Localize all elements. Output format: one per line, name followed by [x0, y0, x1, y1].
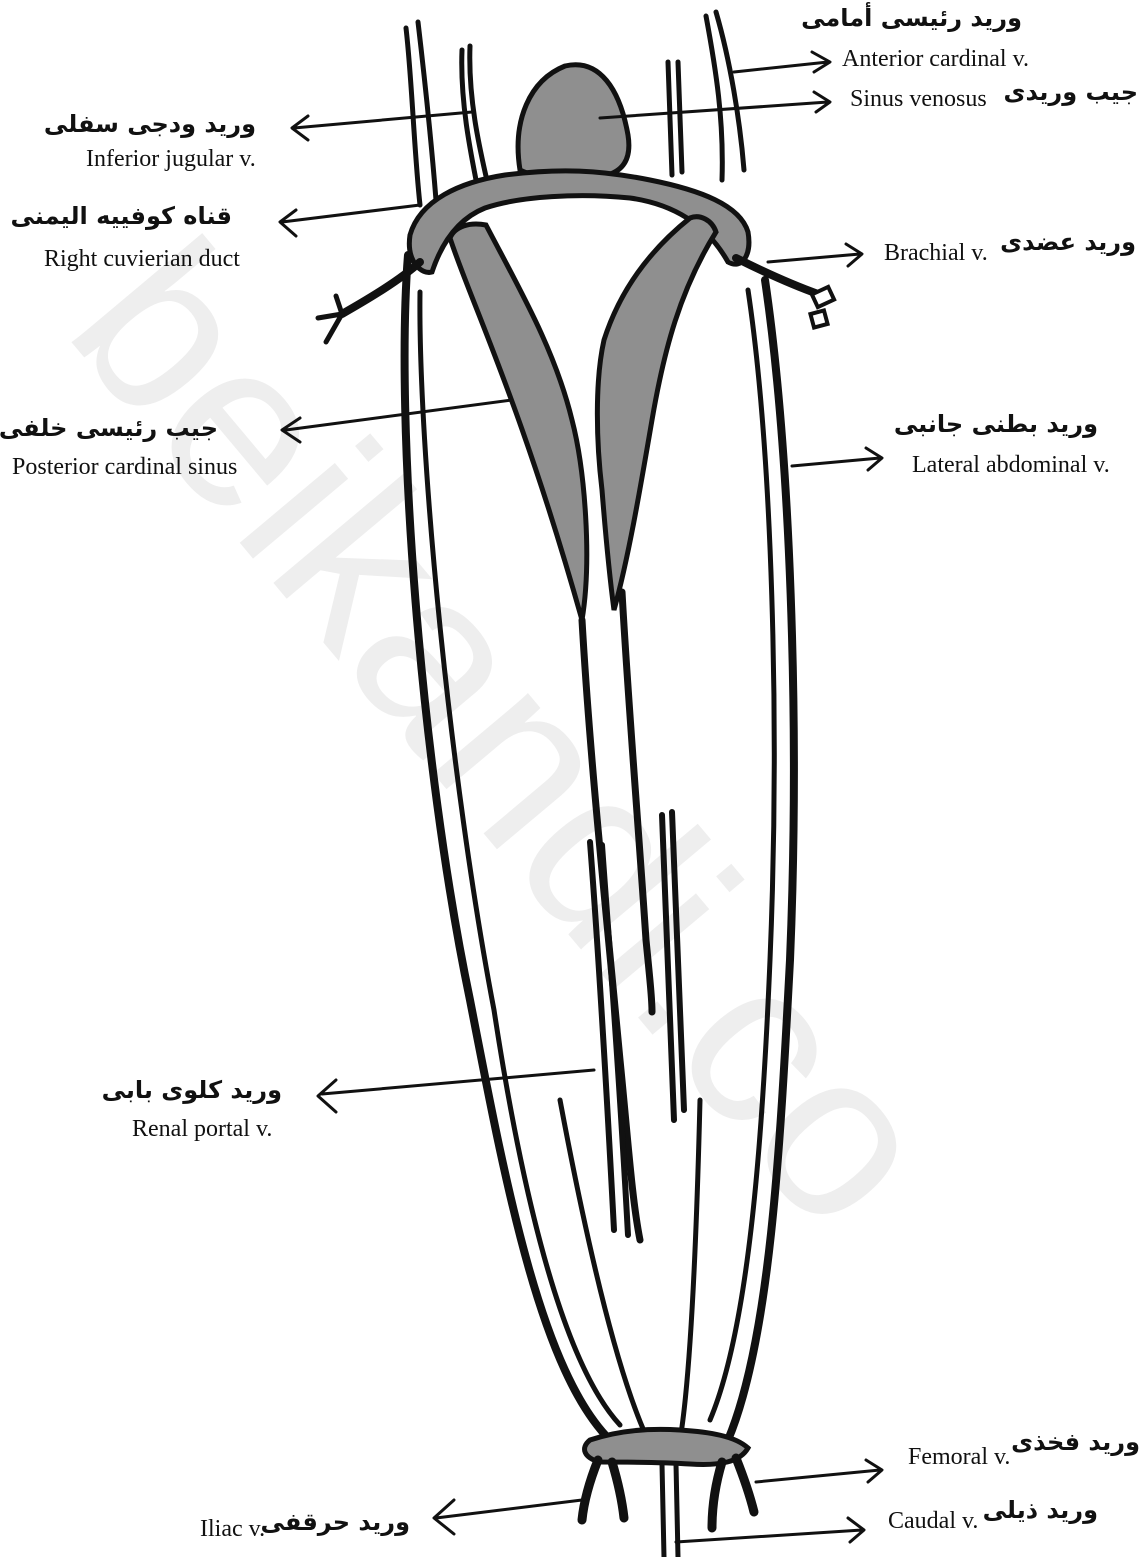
right-iliac-vein: [736, 1458, 754, 1512]
label-femoral-ar: ورید فخذی: [1011, 1428, 1140, 1456]
label-lateral-abdominal-en: Lateral abdominal v.: [912, 452, 1110, 478]
right-femoral-vein: [712, 1462, 722, 1528]
right-inferior-jugular-vein: [668, 62, 672, 175]
label-anterior-cardinal-en: Anterior cardinal v.: [842, 46, 1029, 72]
arrow-lateral-abdominal: [792, 448, 882, 470]
arrow-brachial: [768, 244, 862, 266]
arrow-right-cuvierian: [280, 205, 420, 236]
label-renal-portal-en: Renal portal v.: [132, 1116, 272, 1142]
label-femoral-en: Femoral v.: [908, 1444, 1010, 1470]
label-iliac-en: Iliac v.: [200, 1516, 265, 1542]
label-right-cuvierian-ar: قناه کوفییه الیمنی: [11, 202, 232, 230]
label-brachial-en: Brachial v.: [884, 240, 988, 266]
right-inferior-jugular-vein-wall: [678, 62, 682, 172]
arrow-femoral: [756, 1460, 882, 1482]
label-posterior-cardinal-ar: جیب رئیسی خلفی: [0, 414, 218, 442]
left-anterior-cardinal-vein-wall: [418, 22, 436, 200]
label-renal-portal-ar: ورید کلوی بابی: [102, 1076, 282, 1104]
arrow-sinus-venosus: [600, 92, 830, 118]
label-right-cuvierian-en: Right cuvierian duct: [44, 246, 240, 272]
right-brachial-stub-2: [810, 310, 827, 327]
label-anterior-cardinal-ar: ورید رئیسی أمامی: [801, 2, 1022, 32]
arrow-inferior-jugular: [292, 112, 472, 140]
right-posterior-cardinal-sinus: [597, 217, 716, 610]
label-caudal-en: Caudal v.: [888, 1508, 978, 1534]
arrow-renal-portal: [318, 1070, 594, 1112]
caudal-vein: [662, 1464, 664, 1557]
left-iliac-vein: [582, 1460, 598, 1520]
sinus-venosus: [518, 65, 629, 180]
right-anterior-cardinal-vein: [706, 16, 722, 180]
label-inferior-jugular-en: Inferior jugular v.: [86, 146, 256, 172]
arrow-anterior-cardinal: [734, 52, 830, 72]
label-inferior-jugular-ar: ورید ودجی سفلی: [44, 110, 256, 138]
arrow-iliac: [434, 1500, 582, 1534]
label-sinus-venosus-ar: جیب وریدی: [1004, 78, 1138, 106]
left-femoral-vein: [612, 1462, 624, 1518]
label-lateral-abdominal-ar: ورید بطنی جانبی: [894, 410, 1098, 438]
label-iliac-ar: ورید حرقفی: [261, 1508, 410, 1536]
label-sinus-venosus-en: Sinus venosus: [850, 86, 987, 112]
arrow-caudal: [676, 1518, 864, 1542]
label-caudal-ar: ورید ذیلی: [983, 1496, 1098, 1524]
label-brachial-ar: ورید عضدی: [1000, 228, 1136, 256]
label-posterior-cardinal-en: Posterior cardinal sinus: [12, 454, 237, 480]
